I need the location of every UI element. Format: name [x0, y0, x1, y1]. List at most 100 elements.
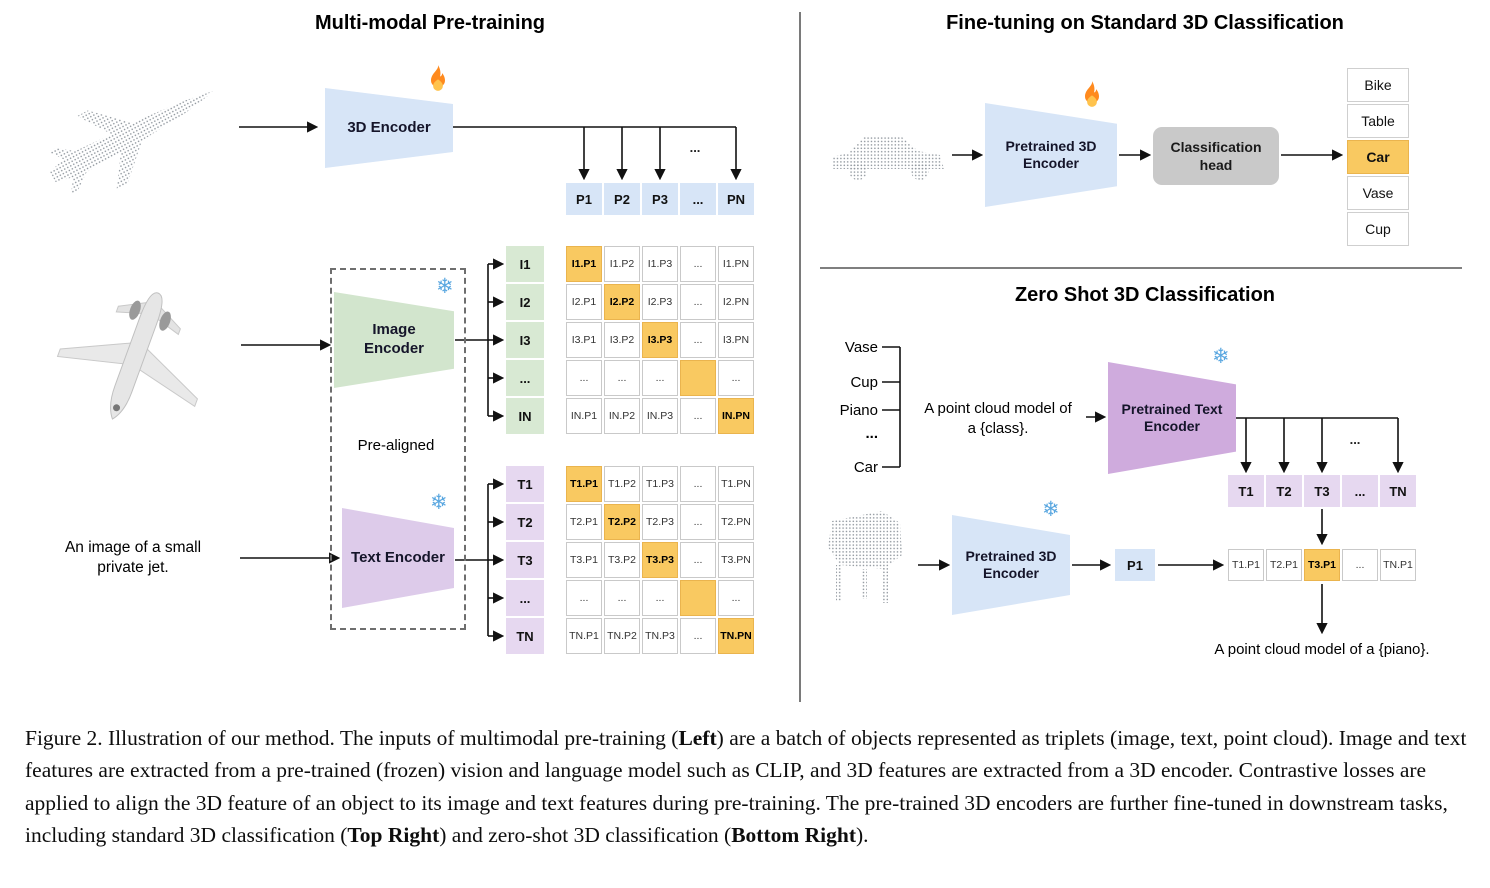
matrix-cell: T1.P2 [604, 466, 640, 502]
matrix-cell: T2.P3 [642, 504, 678, 540]
matrix-cell: IN.P3 [642, 398, 678, 434]
t-feature-cell: T3 [1304, 475, 1340, 507]
matrix-cell: TN.P2 [604, 618, 640, 654]
p1-feature-cell: P1 [1115, 549, 1155, 581]
matrix-cell: I2.P3 [642, 284, 678, 320]
snowflake-icon: ❄ [436, 275, 454, 298]
t-feature-cell: ... [506, 580, 544, 616]
result-cell-selected: T3.P1 [1304, 549, 1340, 581]
fire-icon [424, 64, 452, 92]
result-cell: ... [1342, 549, 1378, 581]
matrix-cell: TN.PN [718, 618, 754, 654]
matrix-cell: IN.P1 [566, 398, 602, 434]
figure-caption: Figure 2. Illustration of our method. Th… [25, 722, 1467, 851]
car-point-cloud [832, 137, 944, 180]
matrix-cell: IN.PN [718, 398, 754, 434]
zeroshot-class: Piano [839, 402, 878, 419]
class-item: Table [1347, 104, 1409, 138]
matrix-cell: ... [680, 398, 716, 434]
caption-segment-bold: Top Right [347, 822, 440, 847]
similarity-result-row: T1.P1 T2.P1 T3.P1 ... TN.P1 [1228, 549, 1416, 581]
matrix-cell: I2.PN [718, 284, 754, 320]
matrix-cell: ... [680, 466, 716, 502]
pointcloud-feature-row: P1 P2 P3 ... PN [566, 183, 754, 215]
matrix-cell: ... [680, 322, 716, 358]
matrix-cell: ... [680, 284, 716, 320]
p-feature-cell: P2 [604, 183, 640, 215]
zeroshot-class-ellipsis: ... [865, 425, 878, 442]
pretrained-3d-encoder-label: Pretrained 3D Encoder [1005, 137, 1097, 172]
t-feature-cell: T3 [506, 542, 544, 578]
image-feature-labels: I1 I2 I3 ... IN [506, 246, 544, 434]
input-text-line2: private jet. [97, 559, 169, 577]
piano-point-cloud [828, 511, 902, 603]
p-feature-cell: P1 [566, 183, 602, 215]
result-cell: T2.P1 [1266, 549, 1302, 581]
matrix-cell: I2.P1 [566, 284, 602, 320]
text-pointcloud-similarity-matrix: T1.P1 T1.P2 T1.P3 ... T1.PN T2.P1 T2.P2 … [566, 466, 754, 654]
t-feature-cell: T2 [1266, 475, 1302, 507]
t-feature-cell: TN [506, 618, 544, 654]
matrix-cell: T1.P3 [642, 466, 678, 502]
snowflake-icon: ❄ [1042, 498, 1060, 521]
left-panel-title: Multi-modal Pre-training [315, 12, 545, 34]
i-feature-cell: IN [506, 398, 544, 434]
matrix-cell: ... [566, 580, 602, 616]
matrix-cell: I3.P2 [604, 322, 640, 358]
result-cell: TN.P1 [1380, 549, 1416, 581]
prompt-text: A point cloud model of a {class}. [913, 399, 1083, 438]
caption-segment: ) and zero-shot 3D classification ( [439, 822, 732, 847]
matrix-cell [680, 580, 716, 616]
text-feature-row: T1 T2 T3 ... TN [1228, 475, 1416, 507]
pretrained-text-encoder-label: Pretrained Text Encoder [1121, 400, 1223, 435]
matrix-cell: IN.P2 [604, 398, 640, 434]
matrix-cell: T3.P1 [566, 542, 602, 578]
p-feature-cell: P3 [642, 183, 678, 215]
matrix-cell: T2.P1 [566, 504, 602, 540]
matrix-cell: ... [642, 580, 678, 616]
matrix-cell: ... [680, 504, 716, 540]
matrix-cell: T2.PN [718, 504, 754, 540]
matrix-cell: ... [718, 580, 754, 616]
matrix-cell: I1.P2 [604, 246, 640, 282]
result-cell: T1.P1 [1228, 549, 1264, 581]
zeroshot-class: Vase [844, 339, 878, 356]
text-encoder-label: Text Encoder [351, 548, 445, 566]
matrix-cell: T2.P2 [604, 504, 640, 540]
matrix-cell: T3.P2 [604, 542, 640, 578]
input-text-line1: An image of a small [64, 539, 202, 556]
class-item-selected: Car [1347, 140, 1409, 174]
text-encoder: Text Encoder [342, 508, 454, 608]
matrix-cell: TN.P1 [566, 618, 602, 654]
airplane-point-cloud [48, 90, 216, 195]
matrix-cell: ... [680, 246, 716, 282]
ellipsis-label: ... [689, 140, 701, 155]
p-feature-cell: PN [718, 183, 754, 215]
matrix-cell: I1.P1 [566, 246, 602, 282]
matrix-cell: I1.PN [718, 246, 754, 282]
t-feature-cell: T1 [1228, 475, 1264, 507]
matrix-cell: T1.PN [718, 466, 754, 502]
matrix-cell: T1.P1 [566, 466, 602, 502]
i-feature-cell: I2 [506, 284, 544, 320]
t-feature-cell: ... [1342, 475, 1378, 507]
3d-encoder-label: 3D Encoder [347, 118, 431, 136]
matrix-cell: TN.P3 [642, 618, 678, 654]
matrix-cell: ... [566, 360, 602, 396]
fire-icon [1078, 80, 1106, 108]
t-feature-cell: TN [1380, 475, 1416, 507]
p-feature-cell: ... [680, 183, 716, 215]
matrix-cell: T3.PN [718, 542, 754, 578]
caption-segment-bold: Left [678, 726, 717, 750]
matrix-cell: ... [680, 618, 716, 654]
snowflake-icon: ❄ [1212, 345, 1230, 368]
pretrained-text-encoder: Pretrained Text Encoder [1108, 362, 1236, 474]
result-text: A point cloud model of a {piano}. [1214, 641, 1430, 658]
caption-segment: Figure 2. Illustration of our method. Th… [25, 726, 679, 750]
i-feature-cell: I3 [506, 322, 544, 358]
pretrained-3d-encoder-zeroshot: Pretrained 3D Encoder [952, 515, 1070, 615]
class-list: Bike Table Car Vase Cup [1347, 68, 1409, 246]
zeroshot-class: Car [853, 459, 878, 476]
prealigned-label: Pre-aligned [357, 437, 435, 454]
